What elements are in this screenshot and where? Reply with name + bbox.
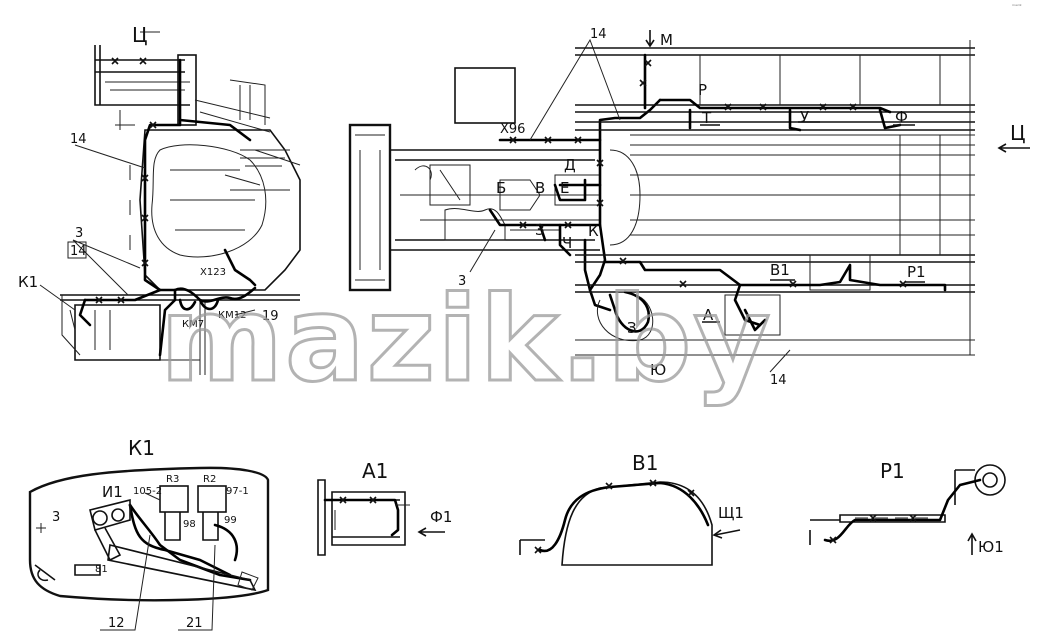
main-view-labels: Ц Ц М Р Т У Ф Х96 Д Б В Е З Ч К В1 Р1 А … <box>18 23 1026 388</box>
label-r3: R3 <box>166 474 179 485</box>
detail-a1-drawing <box>317 479 445 556</box>
label-m: М <box>660 31 673 49</box>
label-ch: Ч <box>562 234 572 252</box>
label-r2: R2 <box>203 474 216 485</box>
label-14-box: 14 <box>70 244 87 259</box>
label-b: Б <box>496 179 506 197</box>
detail-p1-drawing <box>809 464 1006 555</box>
label-14-top: 14 <box>590 27 607 42</box>
label-yu: Ю <box>650 361 666 379</box>
left-engine-view <box>39 31 301 375</box>
label-km12: КМ12 <box>218 310 246 321</box>
label-k1: К1 <box>18 273 38 291</box>
label-f1: Ф1 <box>430 508 452 526</box>
label-t: Т <box>701 109 712 127</box>
label-14-left: 14 <box>70 132 87 147</box>
detail-labels: К1 И1 105-2 R3 R2 97-1 3 98 99 81 12 21 … <box>52 436 1004 631</box>
label-e: Е <box>560 179 569 197</box>
detail-v1-drawing <box>519 479 741 566</box>
label-21: 21 <box>186 616 203 631</box>
label-97-1: 97-1 <box>226 486 249 497</box>
detail-v1-title: В1 <box>632 451 658 475</box>
label-k: К <box>588 222 599 240</box>
detail-p1-title: Р1 <box>880 459 905 483</box>
label-14-box-frame <box>67 241 87 259</box>
watermark-text: mazik.by <box>160 270 772 408</box>
label-105-2: 105-2 <box>133 486 162 497</box>
label-km7: КМ7 <box>182 319 204 330</box>
label-u: У <box>800 108 809 126</box>
corner-logo: ᵐᵃᶻⁱᵏ <box>1012 4 1022 10</box>
label-sch1: Щ1 <box>718 504 744 522</box>
label-yu1: Ю1 <box>978 538 1004 556</box>
label-3-mid: 3 <box>458 274 466 289</box>
label-3-left: 3 <box>75 226 83 241</box>
detail-k1-drawing <box>28 466 270 631</box>
label-19: 19 <box>262 309 279 324</box>
label-x123: Х123 <box>200 267 226 278</box>
label-f: Ф <box>895 108 908 126</box>
label-i1: И1 <box>102 483 123 501</box>
label-p1: Р1 <box>907 263 926 281</box>
label-12: 12 <box>108 616 125 631</box>
label-v: В <box>535 179 545 197</box>
label-z: З <box>535 221 545 239</box>
right-chassis-view <box>575 30 1030 373</box>
label-99: 99 <box>224 515 237 526</box>
label-v1: В1 <box>770 261 790 279</box>
detail-k1-title: К1 <box>128 436 155 460</box>
label-a: А <box>703 306 714 324</box>
label-k1-3: 3 <box>52 510 60 525</box>
label-81: 81 <box>95 564 108 575</box>
label-ts-arrow: Ц <box>1010 121 1026 145</box>
label-14-bottom: 14 <box>770 373 787 388</box>
label-ts: Ц <box>132 23 148 47</box>
middle-cab-view <box>348 38 662 312</box>
detail-a1-title: А1 <box>362 459 388 483</box>
label-x96: Х96 <box>500 122 525 137</box>
label-z2: З <box>627 319 637 337</box>
label-p: Р <box>698 81 707 99</box>
label-98: 98 <box>183 519 196 530</box>
label-d: Д <box>564 156 576 174</box>
